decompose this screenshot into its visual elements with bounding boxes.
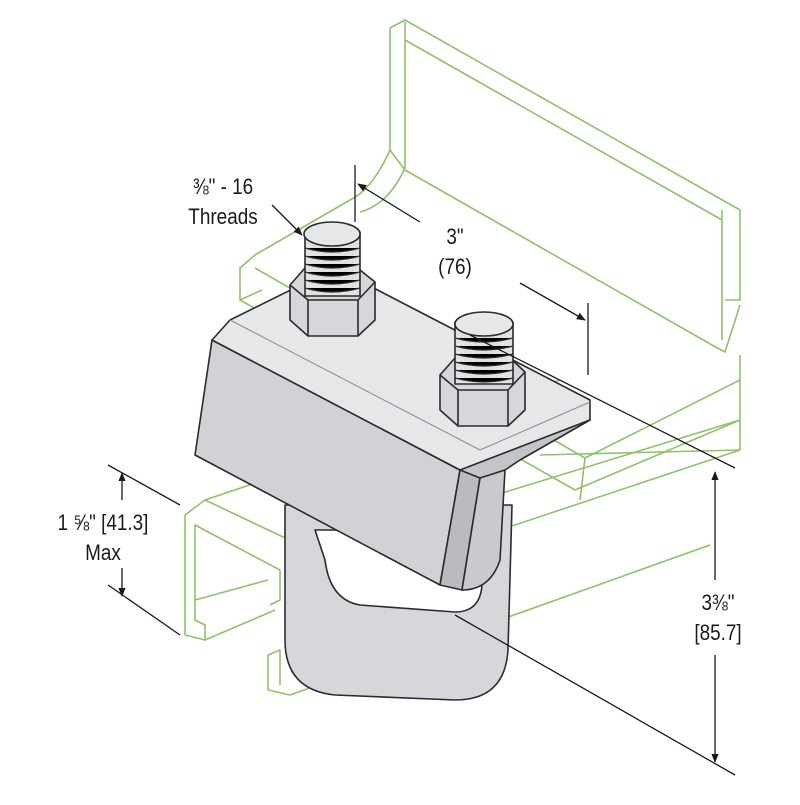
- height-mm-label: [85.7]: [694, 620, 742, 645]
- flange-max-label: Max: [85, 540, 121, 565]
- thread-size-label: ⅜" - 16: [192, 174, 254, 199]
- width-dim-arrow-b: [519, 282, 586, 321]
- width-inches-label: 3": [446, 224, 464, 249]
- bolt-left: [289, 221, 376, 337]
- bolt-right: [439, 311, 526, 427]
- dimension-lines: [107, 165, 736, 776]
- width-mm-label: (76): [438, 254, 472, 279]
- thread-word-label: Threads: [188, 204, 258, 229]
- width-dim-arrow-a: [357, 183, 421, 223]
- flange-size-label: 1 ⅝" [41.3]: [57, 510, 149, 535]
- height-inches-label: 3⅜": [701, 590, 735, 615]
- thread-leader: [271, 204, 303, 236]
